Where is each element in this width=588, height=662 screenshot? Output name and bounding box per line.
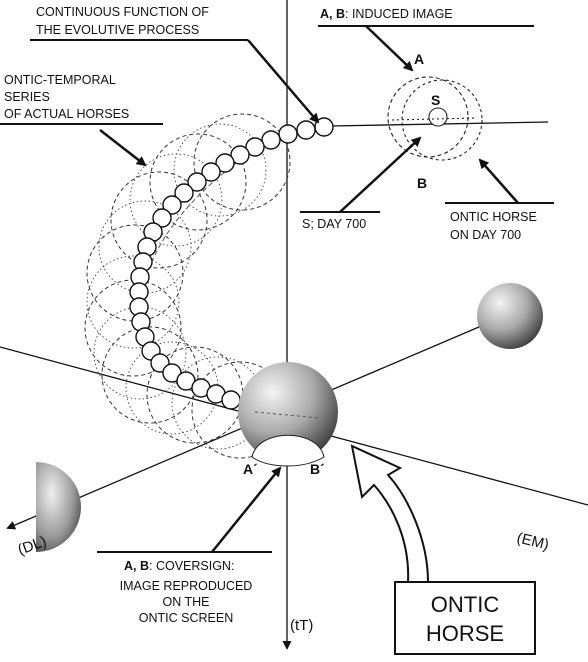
horse-small-circle: [174, 183, 194, 203]
point-s-circle: [428, 107, 448, 127]
series-dotted-circle: [86, 255, 180, 349]
horse-small-circle: [162, 195, 182, 215]
label-coversign-prefix: A, B: [124, 559, 149, 573]
label-coversign-1: A, B: COVERSIGN:: [124, 559, 234, 573]
induced-circle-b: [401, 79, 483, 161]
label-coversign-3: ON THE: [163, 595, 210, 609]
label-point-b: B: [417, 175, 427, 191]
arrow-coversign: [211, 466, 282, 553]
label-day700: S; DAY 700: [302, 217, 366, 231]
label-coversign-2: IMAGE REPRODUCED: [120, 579, 253, 593]
label-b-prime: B´: [310, 461, 325, 477]
label-point-s: S: [431, 92, 440, 108]
horse-small-circle: [230, 145, 250, 165]
main-sphere: [238, 362, 338, 462]
sphere-inner-dash: [254, 411, 321, 419]
small-circles-chain: [129, 117, 334, 410]
ontic-horse-sphere: [238, 362, 338, 467]
label-coversign-4: ONTIC SCREEN: [139, 611, 233, 625]
right-sphere: [477, 283, 543, 349]
series-dotted-circle: [173, 123, 267, 217]
series-large-circle: [149, 133, 247, 231]
label-underlines: [0, 25, 554, 553]
label-a-prime: A´: [243, 461, 258, 477]
main-sphere-cut: [251, 434, 325, 467]
series-dotted-circle: [129, 153, 223, 247]
series-large-circle: [86, 224, 184, 322]
arrow-day700: [339, 136, 422, 213]
label-series-2: SERIES: [4, 90, 50, 104]
series-large-circle: [110, 171, 208, 269]
label-induced: A, B: INDUCED IMAGE: [320, 7, 453, 21]
label-induced-suffix: : INDUCED IMAGE: [345, 7, 453, 21]
induced-image: [387, 76, 483, 161]
box-label-1: ONTIC: [431, 592, 500, 617]
label-continuous-1: CONTINUOUS FUNCTION OF: [36, 5, 209, 19]
axis-tt-label: (tT): [290, 617, 313, 634]
horse-small-circle: [221, 390, 241, 410]
horse-small-circle: [261, 130, 281, 150]
horse-small-circle: [201, 162, 221, 182]
series-large-circle: [193, 113, 291, 211]
arrow-ontic700: [478, 158, 519, 204]
horse-small-circle: [278, 124, 298, 144]
horse-small-circle: [215, 153, 235, 173]
arrow-induced: [365, 25, 414, 72]
label-ontic700-2: ON DAY 700: [450, 228, 521, 242]
pointer-arrows: [99, 25, 519, 553]
ontic-temporal-series: [84, 113, 291, 459]
horse-small-circle: [245, 137, 265, 157]
horse-small-circle: [152, 208, 172, 228]
axis-em-label: (EM): [515, 529, 551, 553]
label-continuous-2: THE EVOLUTIVE PROCESS: [36, 23, 199, 37]
label-point-a: A: [414, 51, 424, 67]
series-large-circle: [101, 326, 199, 424]
hollow-arrow: [350, 444, 430, 583]
horse-small-circle: [296, 120, 316, 140]
axis-dl-label: (DL): [16, 533, 49, 559]
ontic-horse-box: [394, 581, 536, 655]
horse-small-circle: [187, 172, 207, 192]
arrow-series: [99, 129, 147, 167]
induced-circle-a: [387, 76, 469, 158]
label-coversign-suffix: : COVERSIGN:: [149, 559, 234, 573]
arrow-continuous: [247, 39, 320, 124]
induced-dash: [391, 117, 476, 121]
label-series-3: OF ACTUAL HORSES: [4, 107, 129, 121]
label-ontic700-1: ONTIC HORSE: [450, 210, 537, 224]
left-hemisphere: [36, 462, 81, 552]
label-series-1: ONTIC-TEMPORAL: [4, 73, 116, 87]
label-induced-prefix: A, B: [320, 7, 345, 21]
box-label-2: HORSE: [426, 621, 504, 646]
